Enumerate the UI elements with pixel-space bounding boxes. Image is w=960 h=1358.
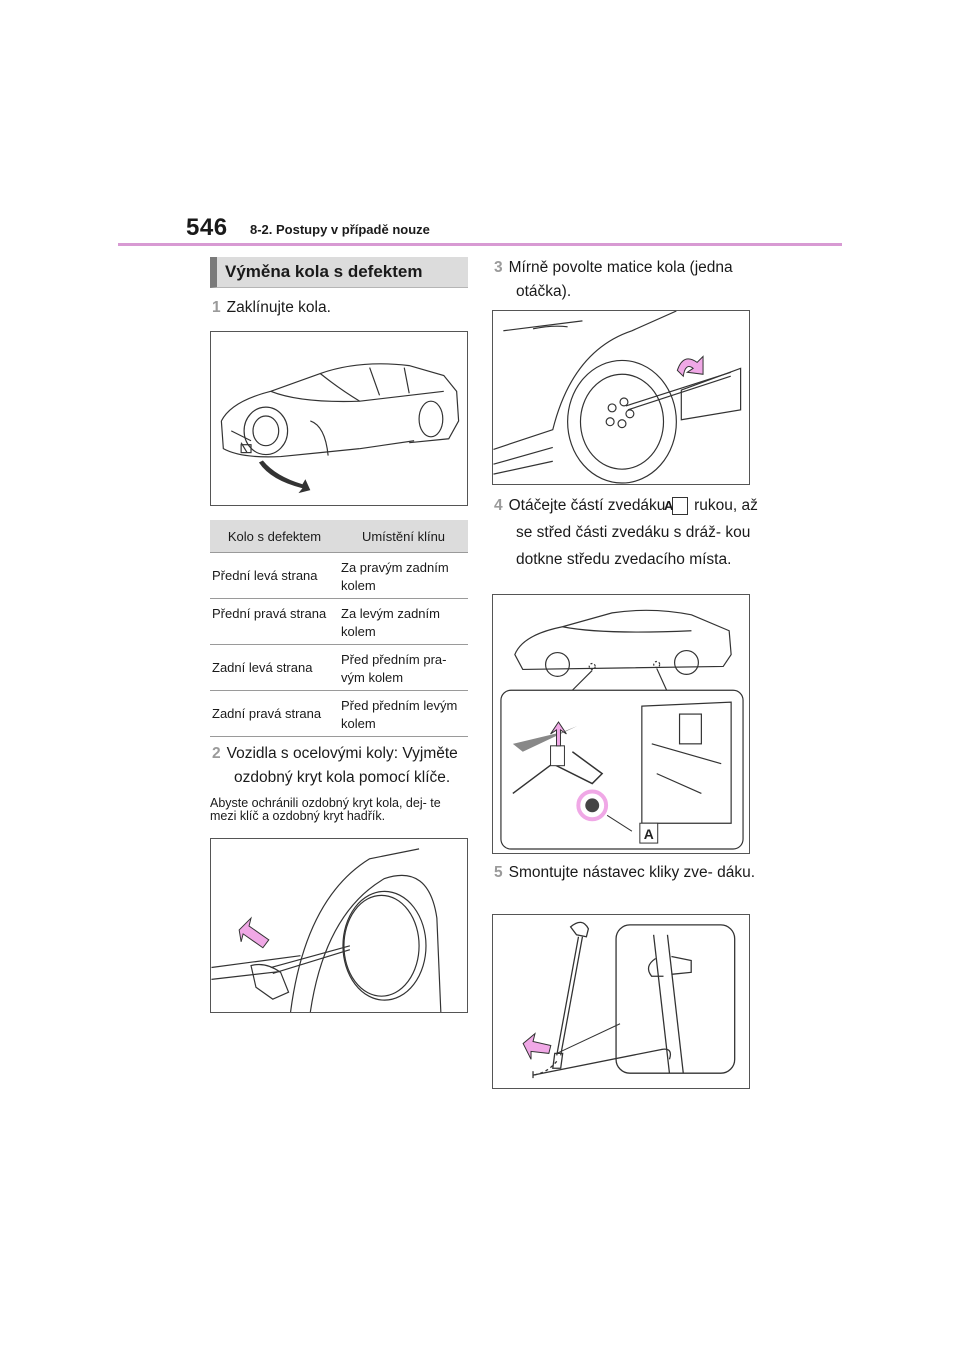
jack-placement-illustration: A [500,609,744,850]
step-number: 3 [494,259,503,276]
pull-arrow-icon [238,916,270,949]
header-rule [118,243,842,246]
rotate-arrow-icon [676,355,704,378]
insert-arrow-icon [522,1032,552,1060]
table-cell: Přední pravá strana [210,598,339,645]
label-a-badge: A [664,496,688,515]
wedge-table: Kolo s defektem Umístění klínu Přední le… [210,520,468,737]
table-cell: Zadní pravá strana [210,690,339,737]
table-cell: Zadní levá strana [210,644,339,691]
step-4: 4 Otáčejte částí zvedáku A rukou, až se s… [494,492,774,573]
step-text: Smontujte nástavec kliky zve- dáku. [508,864,756,881]
step-2: 2 Vozidla s ocelovými koly: Vyjměte ozdob… [212,742,490,790]
table-cell: Před předním levým kolem [339,690,468,737]
table-row: Přední pravá strana Za levým zadním kole… [210,598,468,645]
turn-arrow-icon [576,789,609,822]
table-cell: Za levým zadním kolem [339,598,468,645]
step-text: Vozidla s ocelovými koly: Vyjměte ozdobn… [226,745,458,786]
step-number: 1 [212,299,221,316]
table-cell: Přední levá strana [210,552,339,599]
step-number: 5 [494,864,503,881]
step-number: 4 [494,497,503,514]
wheel-cover-illustration [211,848,442,1012]
step-5: 5 Smontujte nástavec kliky zve- dáku. [494,860,774,885]
step-text: Zaklínujte kola. [226,299,331,316]
table-header-cell: Kolo s defektem [210,520,339,553]
figure-loosen-nuts [492,310,750,485]
loosen-nuts-illustration [493,311,742,484]
step-text: Otáčejte částí zvedáku [508,497,666,514]
table-header-row: Kolo s defektem Umístění klínu [210,520,468,553]
car-front-illustration [220,363,460,494]
step-number: 2 [212,745,221,762]
table-header-cell: Umístění klínu [339,520,468,553]
step-text: Mírně povolte matice kola (jedna otáčka)… [508,259,733,300]
step-1: 1 Zaklínujte kola. [212,296,331,320]
step-text: rukou, až se střed části zvedáku s dráž-… [516,497,758,568]
page-number: 546 [186,214,228,241]
label-a-text: A [644,826,654,842]
section-title: Výměna kola s defektem [225,262,423,281]
figure-car-wedge [210,331,468,506]
figure-jack-handle [492,914,750,1089]
figure-wheel-cover [210,838,468,1013]
chapter-title: 8-2. Postupy v případě nouze [250,222,430,237]
wedge-arrow-icon [258,460,311,494]
note-text: Abyste ochránili ozdobný kryt kola, dej-… [210,796,441,823]
table-row: Přední levá strana Za pravým zadním kole… [210,552,468,599]
section-heading: Výměna kola s defektem [210,257,468,288]
step-3: 3 Mírně povolte matice kola (jedna otáčka… [494,256,774,304]
table-row: Zadní levá strana Před předním pra- vým … [210,644,468,691]
table-row: Zadní pravá strana Před předním levým ko… [210,690,468,737]
table-cell: Před předním pra- vým kolem [339,644,468,691]
table-cell: Za pravým zadním kolem [339,552,468,599]
label-a-box [639,822,659,844]
figure-jack-placement: A [492,594,750,854]
jack-handle-illustration [522,921,736,1079]
